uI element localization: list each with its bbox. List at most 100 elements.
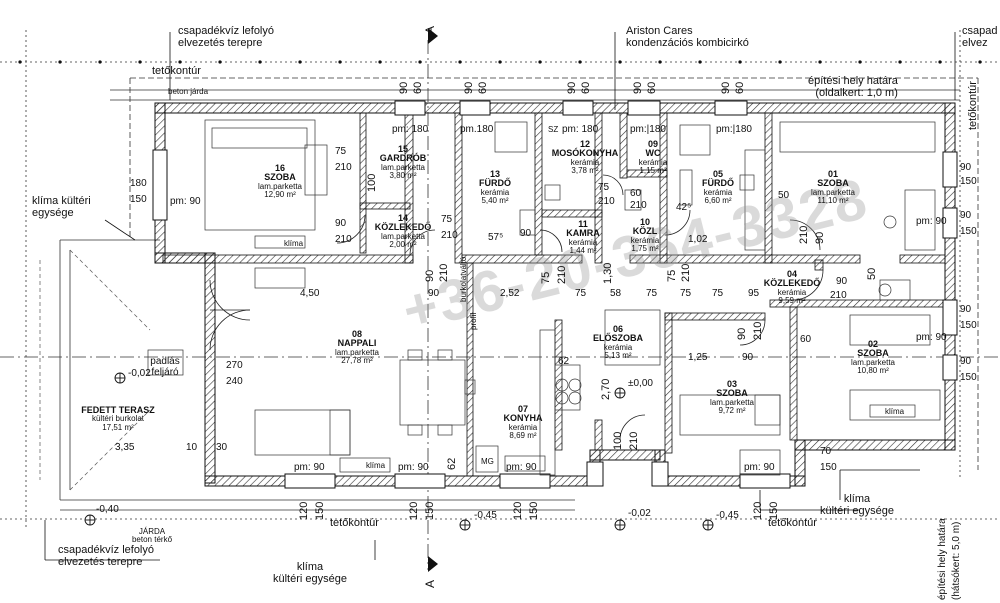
section-mark-top: A [423,25,437,34]
dim-90: 90 [736,327,748,340]
ac-unit-note-left: klíma kültéri egysége [32,195,91,219]
section-markers [428,28,438,572]
level-040: -0,40 [96,504,119,515]
dim-75: 75 [680,288,692,299]
dim-75: 75 [575,288,587,299]
dim-90: 90 [742,352,754,363]
dim-75: 75 [646,288,658,299]
leader-lines [44,32,956,561]
pm-label: pm: 180 [392,124,429,135]
floor-transition-label: burkolatváltó [459,256,468,302]
pm-label: pm:|180 [630,124,666,135]
dim-90: 90 [424,269,436,282]
dim-75: 75 [598,182,610,193]
dim-125: 1,25 [688,352,708,363]
drain-note-top-left: csapadékvíz lefolyó elvezetés terepre [178,25,274,49]
pm-bottom: pm: 90 [398,462,429,473]
pm-bottom: pm: 90 [294,462,325,473]
drain-note-line1: csapadékvíz lefolyó [178,25,274,37]
level-000: ±0,00 [628,378,653,389]
attic-line2: feljáró [151,366,179,378]
ac-tag-room16: klíma [284,239,304,248]
level-002-attic: -0,02 [128,368,151,379]
building-limit-note: építési hely határa (oldalkert: 1,0 m) [808,75,898,99]
dim-90: 90 [428,288,440,299]
pm-bottom: pm: 90 [506,462,537,473]
walkway-line2: beton térkő [131,535,173,545]
dim-150-r: 150 [960,176,977,187]
dim-90: 90 [335,218,347,229]
dim-60: 60 [734,81,746,94]
dim-210: 210 [630,200,647,211]
ac-right-line2: kültéri egysége [820,504,894,517]
dim-180: 180 [130,178,147,189]
dim-270: 270 [226,360,243,371]
attic-line1: padlás [150,356,180,367]
ac-bottom-line1: klíma [296,561,324,573]
dishwasher-tag: MG [481,457,494,466]
dim-120: 120 [752,501,764,520]
dim-90: 90 [720,81,732,94]
level-markers [84,372,714,531]
drain-note-line2: elvezetés terepre [178,36,263,49]
section-mark-bottom: A [423,579,437,588]
walkway-label: JÁRDA beton térkő [131,527,173,545]
dim-60: 60 [800,334,812,345]
dim-210: 210 [438,263,450,282]
pm-left: pm: 90 [170,196,201,207]
ac-right-line1: klíma [843,493,871,505]
dim-95: 95 [748,288,760,299]
dim-42: 42⁵ [676,202,692,213]
dim-252: 2,52 [500,288,520,299]
building-limit-line1: építési hely határa [808,75,898,87]
dim-120: 120 [512,501,524,520]
dim-150: 150 [768,501,780,520]
dim-335: 3,35 [115,442,135,453]
ac-left-line1: klíma kültéri [32,195,91,207]
dim-150-r: 150 [960,226,977,237]
dim-75: 75 [441,214,453,225]
pm-label: pm:|180 [716,124,752,135]
dim-210: 210 [598,196,615,207]
dim-75: 75 [540,271,552,284]
dim-60: 60 [630,188,642,199]
dim-10: 10 [186,442,198,453]
dim-90: 90 [520,228,532,239]
dim-90: 90 [566,81,578,94]
drain-bottom-line2: elvezetés terepre [58,555,143,568]
dim-58: 58 [610,288,622,299]
dim-210: 210 [628,431,640,450]
roof-outline-label-bottom-right: tetőkontúr [768,517,817,529]
profile-label: profil [469,312,478,330]
dim-50: 50 [866,267,878,280]
dim-90-r: 90 [960,210,972,221]
dim-62: 62 [446,457,458,470]
dim-120: 120 [408,501,420,520]
dim-150-r: 150 [960,372,977,383]
dim-90: 90 [814,231,826,244]
grid-ticks [18,60,982,64]
pm-label: pm: 180 [562,124,599,135]
dim-90: 90 [398,81,410,94]
dim-270: 2,70 [600,378,612,400]
dim-60: 60 [412,81,424,94]
dim-60: 60 [477,81,489,94]
dim-210: 210 [556,265,568,284]
dim-62: 62 [558,356,570,367]
level-002-entry: -0,02 [628,508,651,519]
concrete-path-label: beton járda [168,87,209,96]
inner-walls [162,112,946,477]
